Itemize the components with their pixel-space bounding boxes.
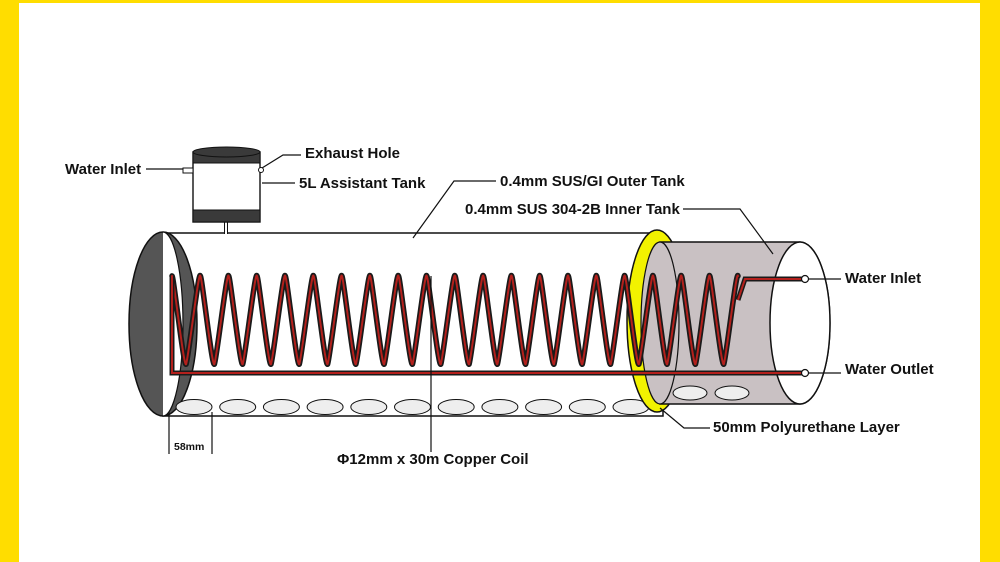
tube-hole — [175, 399, 213, 415]
inner-tank-label: 0.4mm SUS 304-2B Inner Tank — [465, 201, 680, 218]
copper-coil-label: Φ12mm x 30m Copper Coil — [337, 451, 529, 468]
copper-coil — [169, 273, 810, 378]
tube-hole — [525, 399, 563, 415]
frame-top — [0, 0, 1000, 3]
frame-right — [980, 0, 1000, 562]
outer-tank-label: 0.4mm SUS/GI Outer Tank — [500, 173, 685, 190]
tube-hole — [714, 385, 750, 401]
tube-hole — [394, 399, 431, 415]
tube-hole — [306, 399, 344, 415]
assistant-tank — [182, 146, 264, 234]
tube-hole — [262, 399, 300, 415]
leader-lines — [146, 154, 841, 454]
inner-tank — [640, 241, 831, 405]
polyurethane-layer-label: 50mm Polyurethane Layer — [713, 419, 900, 436]
coil-water-outlet-label: Water Outlet — [845, 361, 934, 378]
assistant-tank-label: 5L Assistant Tank — [299, 175, 426, 192]
exhaust-hole-label: Exhaust Hole — [305, 145, 400, 162]
tube-hole — [350, 399, 388, 415]
tube-holes — [175, 399, 650, 415]
coil-outlet-port — [800, 368, 810, 378]
assistant-water-inlet-label: Water Inlet — [65, 161, 141, 178]
coil-water-inlet-label: Water Inlet — [845, 270, 921, 287]
coil-inlet-port — [800, 274, 810, 284]
tube-hole — [568, 399, 606, 415]
exhaust-hole-port — [258, 167, 264, 173]
tube-hole — [672, 385, 708, 401]
tube-hole — [219, 399, 257, 415]
tube-pitch-label: 58mm — [174, 441, 204, 453]
frame-left — [0, 0, 19, 562]
tube-hole — [437, 399, 475, 415]
tube-hole — [481, 399, 519, 415]
inner-tank-end — [769, 241, 831, 405]
assistant-inlet-pipe — [182, 167, 194, 174]
